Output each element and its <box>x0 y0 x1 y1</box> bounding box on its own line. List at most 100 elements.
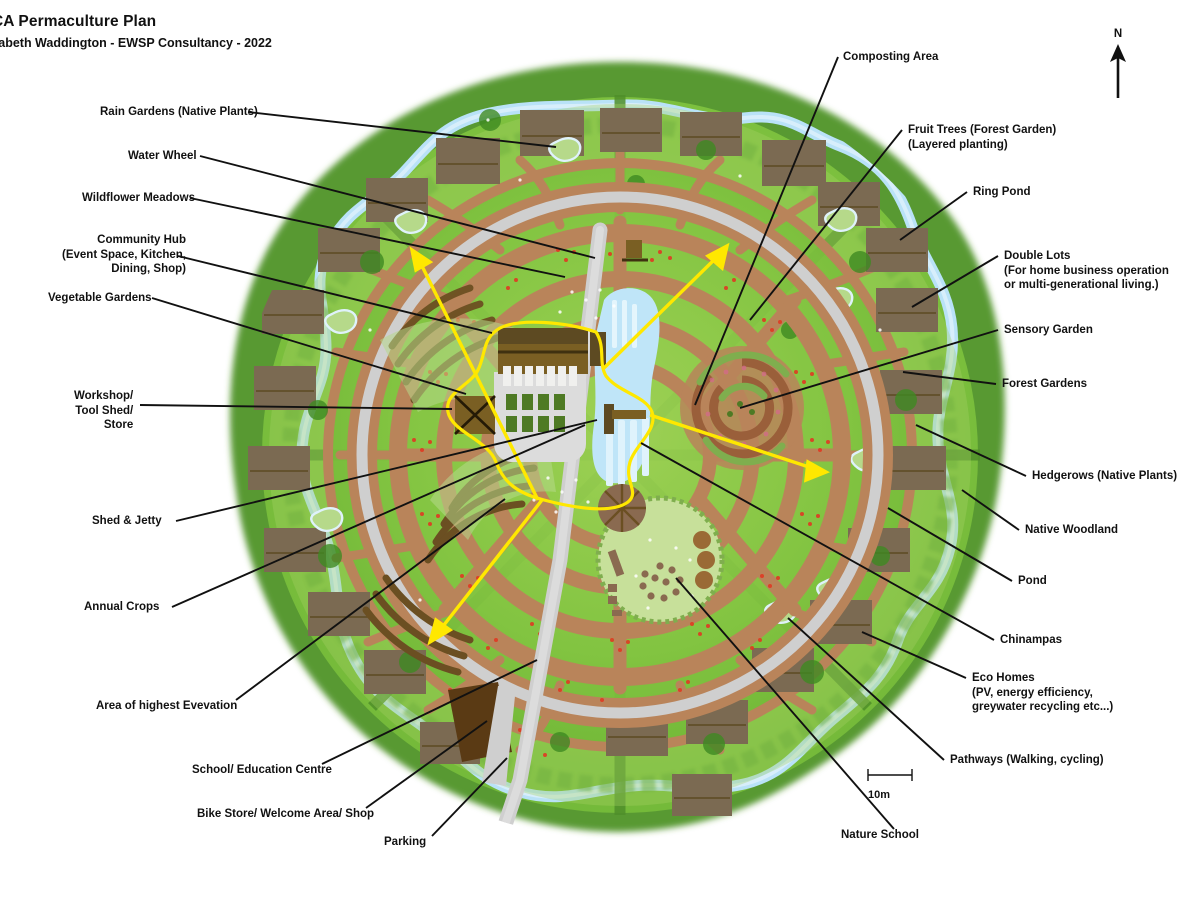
leader-line-eco-homes <box>861 631 967 679</box>
leader-line-chinampas <box>640 442 995 641</box>
label-line-2: (Layered planting) <box>908 138 1008 151</box>
label-line-2: (Event Space, Kitchen, <box>62 248 186 261</box>
label-line-1: Water Wheel <box>128 150 197 162</box>
yellow-arrow-nw <box>409 246 540 501</box>
map-label-pathways: Pathways (Walking, cycling) <box>950 753 1104 768</box>
label-line-1: Bike Store/ Welcome Area/ Shop <box>197 808 375 820</box>
label-line-2: (For home business operation <box>1004 264 1169 277</box>
map-label-sensory-garden: Sensory Garden <box>1004 323 1093 338</box>
site-contents <box>248 95 980 840</box>
wildflower-meadow-speckles <box>368 118 882 610</box>
plan-title: CA Permaculture Plan <box>0 13 157 30</box>
map-label-rain-gardens: Rain Gardens (Native Plants) <box>100 105 258 120</box>
label-line-1: Wildflower Meadows <box>82 192 195 204</box>
map-label-fruit-trees: Fruit Trees (Forest Garden) (Layered plan… <box>908 123 1056 152</box>
leader-line-ring-pond <box>899 191 968 241</box>
label-line-1: Rain Gardens (Native Plants) <box>100 106 258 118</box>
map-label-shed-jetty: Shed & Jetty <box>92 514 162 529</box>
map-label-area-highest-elevation: Area of highest Evevation <box>96 699 237 714</box>
leader-line-parking <box>431 757 508 837</box>
label-line-1: Pathways (Walking, cycling) <box>950 754 1104 766</box>
map-label-annual-crops: Annual Crops <box>84 600 159 615</box>
leader-line-bike-store-welcome <box>365 720 488 809</box>
label-line-3: Store <box>103 419 134 431</box>
label-line-2: Tool Shed/ <box>75 404 134 417</box>
map-label-workshop-tool-shed: Workshop/Tool Shed/Store <box>74 389 133 433</box>
leader-line-nature-school <box>675 577 895 830</box>
map-label-vegetable-gardens: Vegetable Gardens <box>48 291 152 306</box>
leader-line-school-education-centre <box>321 659 538 765</box>
label-line-1: Nature School <box>841 829 919 841</box>
label-line-1: Vegetable Gardens <box>48 292 152 304</box>
label-line-1: Sensory Garden <box>1004 324 1093 336</box>
label-line-1: Shed & Jetty <box>92 515 162 527</box>
label-line-1: Annual Crops <box>84 601 160 613</box>
label-line-1: School/ Education Centre <box>192 764 332 776</box>
community-hub-buildings <box>454 240 648 462</box>
map-label-chinampas: Chinampas <box>1000 633 1062 648</box>
map-label-bike-store-welcome: Bike Store/ Welcome Area/ Shop <box>197 807 374 822</box>
tree-clusters <box>308 109 917 755</box>
leader-line-area-highest-elevation <box>235 498 506 701</box>
benches <box>607 549 625 616</box>
yellow-arrow-e <box>649 413 830 483</box>
leader-line-pond <box>887 507 1013 582</box>
leader-line-composting-area <box>694 56 839 406</box>
map-label-wildflower-meadows: Wildflower Meadows <box>82 191 195 206</box>
title-block: CA Permaculture Plan zabeth Waddington -… <box>0 12 272 52</box>
ring-road <box>356 191 884 719</box>
map-label-hedgerows: Hedgerows (Native Plants) <box>1032 469 1177 484</box>
label-line-1: Hedgerows (Native Plants) <box>1032 470 1178 482</box>
label-line-3: greywater recycling etc...) <box>972 701 1114 713</box>
leader-line-shed-jetty <box>175 419 598 522</box>
label-line-1: Parking <box>384 836 427 848</box>
yellow-arrow-sw <box>427 498 544 646</box>
composting-bins <box>693 531 715 589</box>
label-line-3: Dining, Shop) <box>111 263 186 275</box>
leader-line-vegetable-gardens <box>151 297 467 395</box>
label-line-1: Double Lots <box>1004 250 1071 262</box>
water-wheel-structure <box>622 240 648 262</box>
scale-bar-icon <box>867 769 913 781</box>
north-letter: N <box>1113 28 1123 40</box>
label-line-1: Fruit Trees (Forest Garden) <box>908 124 1057 136</box>
leader-line-rain-gardens <box>247 111 557 148</box>
map-label-water-wheel: Water Wheel <box>128 149 197 164</box>
yellow-arrow-ne <box>602 242 730 370</box>
community-hub-zone-outline <box>446 320 655 511</box>
leader-line-sensory-garden <box>739 329 999 409</box>
annual-crop-beds-south <box>362 574 474 676</box>
map-label-school-education-centre: School/ Education Centre <box>192 763 332 778</box>
label-line-1: Area of highest Evevation <box>96 700 238 712</box>
scale-bar: 10m <box>862 768 922 801</box>
plan-author: zabeth Waddington - EWSP Consultancy - 2… <box>0 36 272 50</box>
label-line-1: Community Hub <box>97 234 186 246</box>
label-line-3: or multi-generational living.) <box>1004 279 1159 291</box>
map-label-native-woodland: Native Woodland <box>1025 523 1118 538</box>
map-label-forest-gardens: Forest Gardens <box>1002 377 1087 392</box>
crop-bed-backgrounds <box>380 318 556 540</box>
leader-line-community-hub <box>177 255 493 334</box>
leader-line-double-lots <box>911 255 999 308</box>
map-label-double-lots: Double Lots (For home business operation o… <box>1004 249 1169 293</box>
label-line-1: Pond <box>1018 575 1047 587</box>
label-leader-lines <box>139 56 1027 837</box>
label-line-1: Native Woodland <box>1025 524 1119 536</box>
north-arrow-icon <box>1110 44 1126 98</box>
map-label-composting-area: Composting Area <box>843 50 938 65</box>
nature-school-area <box>595 484 725 625</box>
map-label-eco-homes: Eco Homes(PV, energy efficiency,greywate… <box>972 671 1113 715</box>
parking-and-bike-store <box>448 682 516 786</box>
map-label-nature-school: Nature School <box>841 828 919 843</box>
north-arrow: N <box>1098 28 1138 105</box>
leader-line-native-woodland <box>961 489 1020 531</box>
scale-bar-label: 10m <box>868 789 891 801</box>
leader-line-hedgerows <box>915 424 1027 477</box>
leader-line-pathways <box>787 617 945 761</box>
label-line-1: Forest Gardens <box>1002 378 1087 390</box>
map-label-pond: Pond <box>1018 574 1047 589</box>
map-label-community-hub: Community Hub (Event Space, Kitchen, Dinin… <box>62 233 186 277</box>
leader-line-annual-crops <box>171 424 586 608</box>
